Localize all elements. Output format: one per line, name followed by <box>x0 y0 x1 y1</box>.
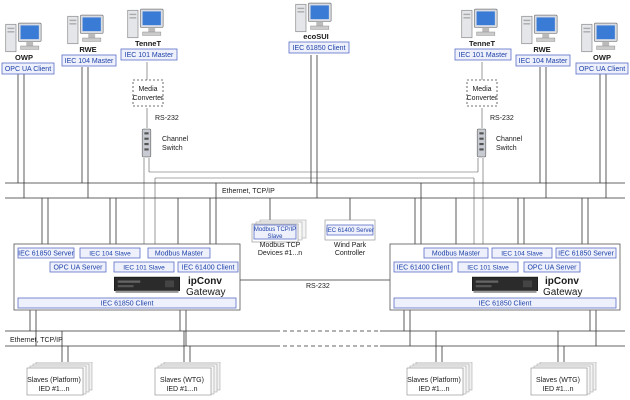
svg-text:IEC 61850 Server: IEC 61850 Server <box>18 251 74 258</box>
svg-text:RS-232: RS-232 <box>306 283 330 290</box>
slaves-wtg-right[interactable]: Slaves (WTG) IED #1...n <box>530 362 597 396</box>
ethernet-bottom-label: Ethernet, TCP/IP <box>10 337 63 344</box>
svg-text:Wind Park: Wind Park <box>334 242 367 249</box>
station-protocol: IEC 101 Master <box>459 52 508 59</box>
gateway-label: Gateway <box>186 287 225 298</box>
gateway-left[interactable]: IEC 61850 Server IEC 104 Slave Modbus Ma… <box>13 243 241 311</box>
station-protocol: IEC 101 Master <box>125 52 174 59</box>
channel-switch-right: Channel Switch <box>476 128 523 158</box>
ethernet-top-label: Ethernet, TCP/IP <box>222 188 275 195</box>
svg-text:IEC 61400 Server: IEC 61400 Server <box>326 228 374 234</box>
svg-text:IEC 104 Slave: IEC 104 Slave <box>501 251 543 258</box>
svg-text:Modbus Master: Modbus Master <box>155 251 204 258</box>
computer-icon <box>581 22 618 53</box>
svg-text:Channel: Channel <box>496 136 523 143</box>
media-converter-left: Media Converter RS-232 <box>132 79 179 122</box>
computer-icon <box>67 14 104 45</box>
svg-text:OPC UA Server: OPC UA Server <box>527 265 577 272</box>
gateway-hardware-icon <box>113 276 181 294</box>
ethernet-bus-bottom <box>5 330 625 347</box>
svg-text:IED #1...n: IED #1...n <box>542 386 573 393</box>
svg-text:IED #1...n: IED #1...n <box>166 386 197 393</box>
rs232-label: RS-232 <box>490 115 514 122</box>
station-protocol: IEC 61850 Client <box>293 45 346 52</box>
station-rwe-left[interactable]: RWE IEC 104 Master <box>61 14 117 67</box>
station-name: RWE <box>79 45 96 54</box>
station-rwe-right[interactable]: RWE IEC 104 Master <box>515 14 571 67</box>
svg-text:IEC 61850 Client: IEC 61850 Client <box>101 301 154 308</box>
svg-text:IED #1...n: IED #1...n <box>38 386 69 393</box>
svg-text:IEC 104 Slave: IEC 104 Slave <box>89 251 131 258</box>
svg-text:Converter: Converter <box>467 95 498 102</box>
computer-icon <box>295 2 332 33</box>
station-protocol: OPC UA Client <box>579 66 625 73</box>
station-drops <box>17 55 607 250</box>
svg-text:Slaves (WTG): Slaves (WTG) <box>536 377 580 384</box>
station-tennet-left[interactable]: TenneT IEC 101 Master <box>120 8 178 61</box>
station-name: OWP <box>593 53 611 62</box>
svg-text:Media: Media <box>138 86 157 93</box>
client-drops <box>29 310 597 365</box>
gateway-label: Gateway <box>543 287 582 298</box>
svg-text:Switch: Switch <box>162 145 183 152</box>
station-protocol: IEC 104 Master <box>519 58 568 65</box>
svg-text:Modbus Master: Modbus Master <box>432 251 481 258</box>
svg-text:IEC 101 Slave: IEC 101 Slave <box>467 265 509 272</box>
svg-text:IEC 61400 Client: IEC 61400 Client <box>182 265 235 272</box>
svg-text:Slaves (Platform): Slaves (Platform) <box>27 377 81 384</box>
svg-text:Slave: Slave <box>267 234 283 240</box>
media-converter-right: Media Converter RS-232 <box>466 79 514 122</box>
station-ecosui[interactable]: ecoSUI IEC 61850 Client <box>288 2 350 54</box>
switch-icon <box>141 128 152 158</box>
modbus-devices[interactable]: Modbus TCP/IP Slave Modbus TCP Devices #… <box>251 219 307 257</box>
slaves-platform-right[interactable]: Slaves (Platform) IED #1...n <box>406 362 473 396</box>
station-name: ecoSUI <box>303 32 328 41</box>
svg-text:Channel: Channel <box>162 136 189 143</box>
svg-text:Controller: Controller <box>335 250 366 257</box>
svg-text:IED #1...n: IED #1...n <box>418 386 449 393</box>
station-owp-right[interactable]: OWP OPC UA Client <box>575 22 629 75</box>
channel-switch-left: Channel Switch <box>141 128 189 158</box>
gateway-link: RS-232 <box>240 279 390 290</box>
rs232-label: RS-232 <box>155 115 179 122</box>
svg-text:Media: Media <box>472 86 491 93</box>
ethernet-bus-top <box>5 182 625 199</box>
svg-text:Switch: Switch <box>496 145 517 152</box>
slaves-wtg-left[interactable]: Slaves (WTG) IED #1...n <box>154 362 221 396</box>
svg-text:OPC UA Server: OPC UA Server <box>53 265 103 272</box>
station-name: RWE <box>533 45 550 54</box>
svg-text:Slaves (Platform): Slaves (Platform) <box>407 377 461 384</box>
svg-text:Devices #1...n: Devices #1...n <box>258 250 302 257</box>
svg-text:IEC 61850 Server: IEC 61850 Server <box>558 251 614 258</box>
gateway-right[interactable]: Modbus Master IEC 104 Slave IEC 61850 Se… <box>389 243 621 311</box>
station-name: OWP <box>15 53 33 62</box>
svg-text:IEC 61400 Client: IEC 61400 Client <box>397 265 450 272</box>
switch-icon <box>476 128 487 158</box>
wind-park-controller[interactable]: IEC 61400 Server Wind Park Controller <box>324 219 376 257</box>
computer-icon <box>5 22 42 53</box>
computer-icon <box>521 14 558 45</box>
station-owp-left[interactable]: OWP OPC UA Client <box>1 22 55 75</box>
station-protocol: OPC UA Client <box>5 66 51 73</box>
gateway-brand: ipConv <box>545 276 579 287</box>
gateway-brand: ipConv <box>188 276 222 287</box>
gateway-hardware-icon <box>471 276 539 294</box>
svg-text:Slaves (WTG): Slaves (WTG) <box>160 377 204 384</box>
slaves-platform-left[interactable]: Slaves (Platform) IED #1...n <box>26 362 93 396</box>
station-name: TenneT <box>135 39 162 48</box>
svg-text:Converter: Converter <box>133 95 164 102</box>
station-tennet-right[interactable]: TenneT IEC 101 Master <box>454 8 512 61</box>
svg-text:Modbus TCP: Modbus TCP <box>260 242 301 249</box>
svg-text:Modbus TCP/IP: Modbus TCP/IP <box>254 227 296 233</box>
computer-icon <box>127 8 164 39</box>
svg-text:IEC 101 Slave: IEC 101 Slave <box>123 265 165 272</box>
station-protocol: IEC 104 Master <box>65 58 114 65</box>
svg-text:IEC 61850 Client: IEC 61850 Client <box>479 301 532 308</box>
station-name: TenneT <box>469 39 496 48</box>
computer-icon <box>461 8 498 39</box>
